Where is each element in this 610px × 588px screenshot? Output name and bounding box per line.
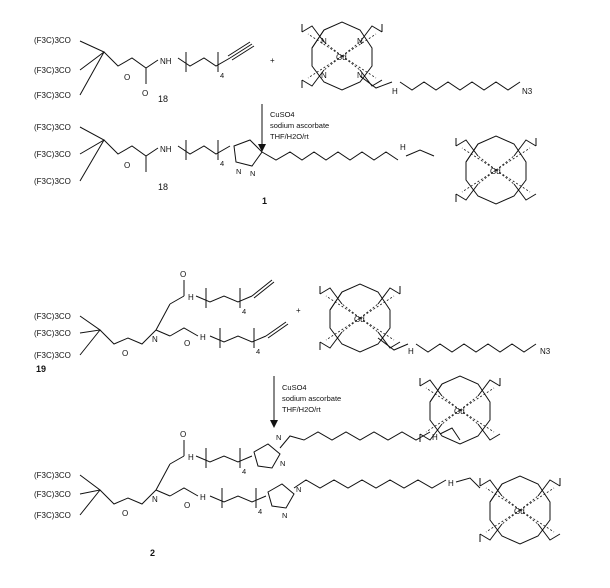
tripod-label: (F3C)3CO	[34, 36, 71, 45]
azide-group: N3	[522, 87, 533, 96]
gd-dota-azide: Gd H N3	[319, 283, 551, 356]
compound-label-18: 18	[158, 94, 168, 104]
amide-nh: H	[188, 453, 194, 462]
carbonyl-oxygen: O	[180, 430, 186, 439]
gd-dota-azide: Gd N N N N H N3	[301, 21, 533, 96]
tripod-label: (F3C)3CO	[34, 66, 71, 75]
dialkyne-19: (F3C)3CO (F3C)3CO (F3C)3CO O N O H 4 O H…	[34, 270, 289, 374]
chain-repeat: 4	[258, 507, 262, 516]
carbonyl-oxygen: O	[184, 501, 190, 510]
n-atom: N	[357, 37, 363, 46]
alkyne-18: (F3C)3CO (F3C)3CO (F3C)3CO O O NH 4 18	[34, 36, 255, 104]
azide-group: N3	[540, 347, 551, 356]
amide-nh: H	[200, 493, 206, 502]
chain-repeat: 4	[256, 347, 260, 356]
chain-repeat: 4	[220, 159, 224, 168]
tripod-label: (F3C)3CO	[34, 177, 71, 186]
condition-reductant: sodium ascorbate	[270, 121, 329, 130]
ether-oxygen: O	[122, 349, 128, 358]
tripod-label: (F3C)3CO	[34, 312, 71, 321]
condition-solvent: THF/H2O/rt	[270, 132, 310, 141]
tripod-label: (F3C)3CO	[34, 490, 71, 499]
chain-repeat: 4	[242, 307, 246, 316]
chain-repeat: 4	[242, 467, 246, 476]
carbonyl-oxygen: O	[184, 339, 190, 348]
n-atom: N	[321, 71, 327, 80]
amide-nh: H	[432, 433, 438, 442]
triazole-n: N	[236, 167, 241, 176]
ether-oxygen: O	[124, 161, 130, 170]
amide-nh: H	[448, 479, 454, 488]
ether-oxygen: O	[122, 509, 128, 518]
gd-atom: Gd	[490, 167, 501, 176]
amide-nh: H	[188, 293, 194, 302]
n-atom: N	[357, 71, 363, 80]
compound-label-18: 18	[158, 182, 168, 192]
ether-oxygen: O	[124, 73, 130, 82]
compound-label-19: 19	[36, 364, 46, 374]
plus-sign: +	[270, 56, 275, 65]
triazole-n: N	[282, 511, 287, 520]
tripod-label: (F3C)3CO	[34, 329, 71, 338]
gd-atom: Gd	[354, 315, 365, 324]
condition-catalyst: CuSO4	[282, 383, 307, 392]
gd-atom: Gd	[454, 407, 465, 416]
tertiary-n: N	[152, 495, 158, 504]
amide-nh: H	[200, 333, 206, 342]
compound-label-2: 2	[150, 548, 155, 558]
tripod-label: (F3C)3CO	[34, 351, 71, 360]
chain-repeat: 4	[220, 71, 224, 80]
amide-nh: H	[408, 347, 414, 356]
product-2: Gd (F3C)3CO (F3C)3CO (F3C)3CO O N O H 4 …	[34, 375, 561, 558]
triazole-n: N	[280, 459, 285, 468]
plus-sign: +	[296, 306, 301, 315]
carbonyl-oxygen: O	[142, 89, 148, 98]
amide-nh: H	[400, 143, 406, 152]
condition-solvent: THF/H2O/rt	[282, 405, 322, 414]
amide-nh: H	[392, 87, 398, 96]
tertiary-n: N	[152, 335, 158, 344]
amide-nh: NH	[160, 145, 172, 154]
gd-atom: Gd	[514, 507, 525, 516]
tripod-label: (F3C)3CO	[34, 123, 71, 132]
compound-label-1: 1	[262, 196, 267, 206]
triazole-n: N	[250, 169, 255, 178]
triazole-n: N	[296, 485, 301, 494]
amide-nh: NH	[160, 57, 172, 66]
triazole-n: N	[276, 433, 281, 442]
gd-atom: Gd	[336, 53, 347, 62]
tripod-label: (F3C)3CO	[34, 471, 71, 480]
tripod-label: (F3C)3CO	[34, 150, 71, 159]
condition-catalyst: CuSO4	[270, 110, 295, 119]
condition-reductant: sodium ascorbate	[282, 394, 341, 403]
tripod-label: (F3C)3CO	[34, 511, 71, 520]
carbonyl-oxygen: O	[180, 270, 186, 279]
tripod-label: (F3C)3CO	[34, 91, 71, 100]
n-atom: N	[321, 37, 327, 46]
product-1: (F3C)3CO (F3C)3CO (F3C)3CO O NH 4 N N H …	[34, 123, 537, 206]
